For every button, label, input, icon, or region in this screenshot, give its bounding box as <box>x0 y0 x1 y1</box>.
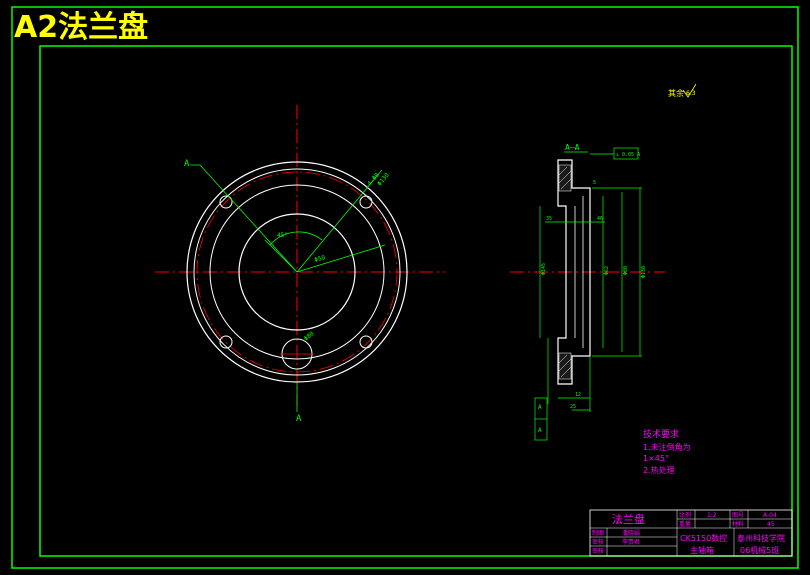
datum-label-2: A <box>538 427 542 434</box>
tb-checked-value: 李贵君 <box>622 538 640 546</box>
dim-label-2: Φ62 <box>604 266 610 275</box>
tb-material-label: 材料 <box>732 520 744 528</box>
dim-slot-label: Φ80 <box>303 330 316 343</box>
tb-checked-label: 审核 <box>592 538 604 546</box>
tech-line-1: 1.未注倒角为 <box>643 442 691 452</box>
title-block: 法兰盘 比例 1:2 重量 图号 A-04 材料 45 制图 潘晓娟 审核 李贵… <box>589 509 793 557</box>
tb-class: 06机械5班 <box>740 545 779 555</box>
section-hatch-bottom <box>558 352 572 380</box>
roughness-note: 其余 <box>668 88 684 98</box>
dim-bore-label: Φ50 <box>314 254 327 264</box>
tech-line-3: 2.热处理 <box>643 465 675 475</box>
dim-label-6: 46 <box>597 216 603 222</box>
tech-line-2: 1×45° <box>643 454 669 463</box>
section-view: A–A Φ145 Φ62 Φ80 Φ130 <box>510 143 665 441</box>
tb-material-value: 45 <box>767 521 775 528</box>
tol-frame <box>613 147 639 160</box>
outer-circle-2 <box>193 168 401 376</box>
section-profile <box>557 159 591 385</box>
tb-scale-value: 1:2 <box>707 512 717 519</box>
section-cut-top <box>190 164 298 273</box>
dim-label-1: Φ145 <box>541 263 547 275</box>
tech-heading: 技术要求 <box>643 428 679 440</box>
dim-leader-holes <box>296 169 383 273</box>
outer-frame <box>11 6 799 569</box>
hatch-lines <box>558 166 572 378</box>
section-label: A–A <box>565 143 580 152</box>
tb-drawingno-label: 图号 <box>732 512 744 519</box>
inner-frame <box>39 45 793 557</box>
mid-circle <box>209 184 385 360</box>
tb-assembly: 主轴箱 <box>690 545 714 555</box>
bolt-hole-1 <box>219 195 233 209</box>
tb-weight-label: 重量 <box>679 520 691 528</box>
dim-label-9: 25 <box>570 404 576 410</box>
tb-drawn-label: 制图 <box>592 529 604 537</box>
tb-school: 泰州科技学院 <box>737 533 785 543</box>
bore-circle <box>238 213 356 331</box>
tb-part-name: 法兰盘 <box>612 512 645 526</box>
dim-leader-bore <box>296 244 386 273</box>
tech-requirements: 技术要求 1.未注倒角为 1×45° 2.热处理 <box>643 428 691 475</box>
tb-product: CK5150数控 <box>680 533 727 543</box>
dim-label-4: Φ130 <box>641 266 647 278</box>
title-block-frame <box>589 509 793 557</box>
tb-scale-label: 比例 <box>679 511 691 519</box>
tb-approved-label: 审核 <box>592 547 604 555</box>
tb-drawn-value: 潘晓娟 <box>622 529 640 537</box>
bolt-circle <box>196 171 398 373</box>
roughness-symbol <box>682 83 697 98</box>
tol-frame-text: ⊥ 0.05 A <box>616 152 640 158</box>
section-dimensions <box>539 187 642 412</box>
roughness-value: 6.3 <box>686 90 696 97</box>
bolt-hole-2 <box>359 195 373 209</box>
dim-label-7: 5 <box>593 180 596 186</box>
bolt-hole-4 <box>359 335 373 349</box>
drawing-title: A2法兰盘 <box>14 10 149 45</box>
section-hatch-top <box>558 164 572 192</box>
tb-drawingno-value: A-04 <box>763 512 777 519</box>
dim-label-3: Φ80 <box>623 266 629 275</box>
dim-leader-angle <box>264 239 298 273</box>
section-mark-top: A <box>184 159 190 169</box>
angle-arc <box>269 231 323 246</box>
datum-label: A <box>538 404 542 411</box>
dim-angle-label: 45° <box>277 232 288 239</box>
bolt-hole-3 <box>219 335 233 349</box>
dim-label-8: 12 <box>575 392 581 398</box>
section-mark-bottom: A <box>296 414 302 424</box>
front-view: A A 4-Φ9 Φ130 45° Φ50 Φ80 <box>155 105 445 424</box>
dim-label-5: 35 <box>546 216 552 222</box>
